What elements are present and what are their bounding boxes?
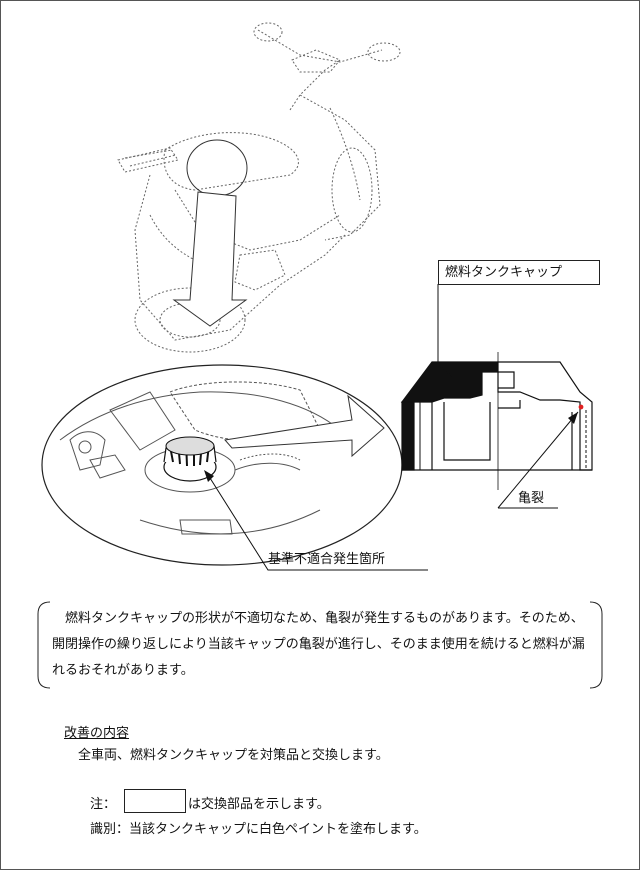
scooter-illustration <box>117 22 401 353</box>
defect-leader <box>209 477 428 571</box>
improvement-title: 改善の内容 <box>64 726 130 741</box>
defect-location-label: 基準不適合発生箇所 <box>268 552 386 567</box>
crack-leader <box>497 411 579 509</box>
note-text: は交換部品を示します。 <box>188 797 330 812</box>
defect-description: 燃料タンクキャップの形状が不適切なため、亀裂が発生するものがあります。そのため、… <box>52 611 585 678</box>
zoom-arrow <box>172 191 248 327</box>
fuel-cap-label: 燃料タンクキャップ <box>438 260 600 285</box>
replacement-part-legend-box <box>124 789 186 813</box>
desc-bracket-right <box>589 601 603 689</box>
note-label: 注： <box>90 797 117 812</box>
zoom-circle <box>186 139 248 197</box>
fuel-cap-leader <box>437 284 453 377</box>
identification-text: 識別：当該タンクキャップに白色ペイントを塗布します。 <box>90 822 427 837</box>
cap-cross-section <box>400 352 593 490</box>
crack-mark <box>578 404 584 410</box>
crack-label: 亀裂 <box>518 491 545 506</box>
improvement-text: 全車両、燃料タンクキャップを対策品と交換します。 <box>78 748 389 763</box>
desc-bracket-left <box>37 601 51 689</box>
fuel-cap-detail <box>163 436 217 482</box>
detail-ellipse <box>41 364 403 566</box>
section-arrow <box>224 394 385 458</box>
